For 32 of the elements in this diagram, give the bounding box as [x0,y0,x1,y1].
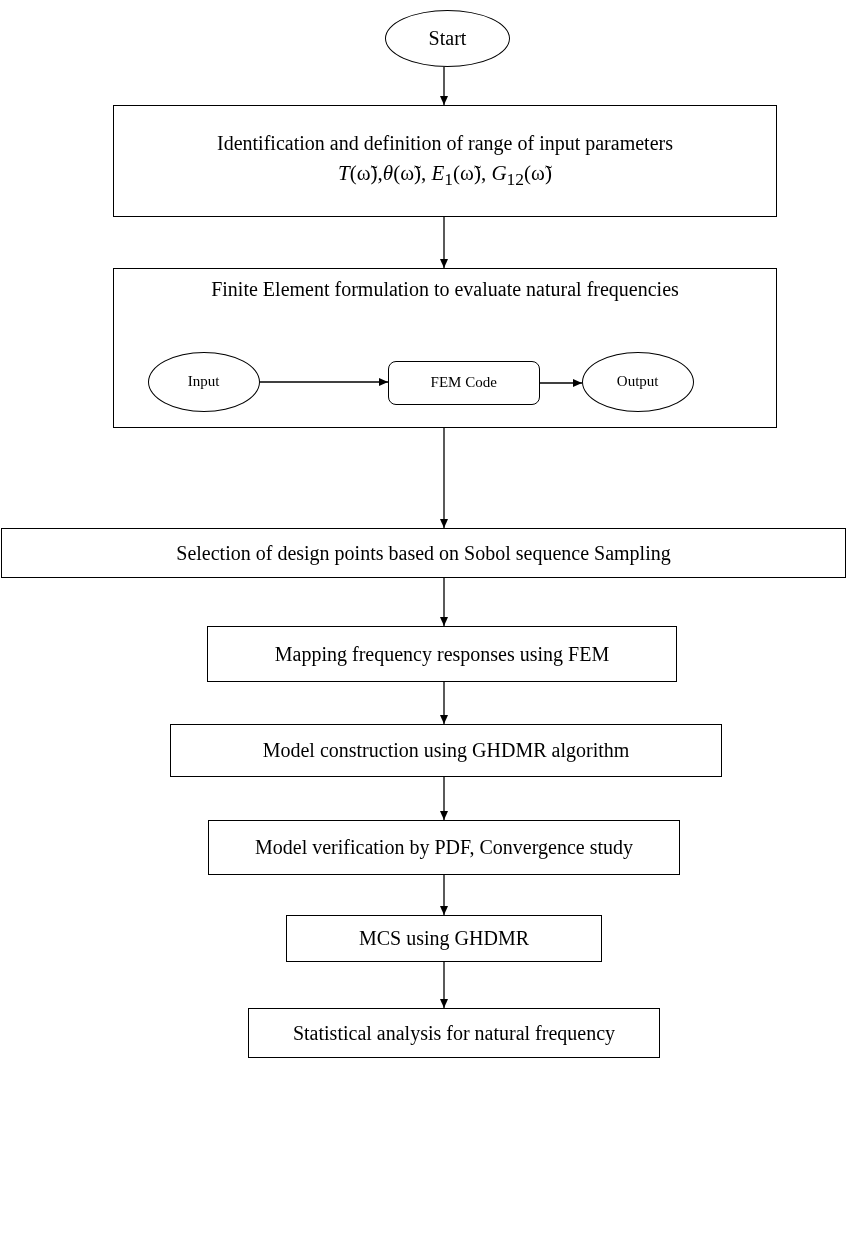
process-box [248,1008,660,1058]
process-box [208,820,680,875]
node-label: Input [187,372,220,392]
arrow [539,379,583,387]
arrow [259,378,389,386]
node-label: Statistical analysis for natural frequency [292,1020,616,1046]
node-label: Identification and definition of range of input parameters [217,130,673,156]
node-label: MCS using GHDMR [358,926,529,951]
node-label: Model construction using GHDMR algorithm [262,738,630,763]
node-label: Mapping frequency responses using FEM [274,641,610,667]
process-box [1,528,846,578]
node-label: Finite Element formulation to evaluate natural frequencies [211,277,679,302]
arrow [440,66,448,106]
process-box [207,626,677,682]
arrow [440,427,448,529]
arrow [440,874,448,916]
process-box [387,360,540,405]
arrow [440,577,448,627]
process-box [113,105,777,217]
node-label: Output [616,372,659,392]
process-box [113,268,777,428]
node-label: Model verification by PDF, Convergence study [255,835,633,860]
arrow [440,216,448,269]
node-label: FEM Code [430,373,497,393]
process-box [286,915,602,962]
process-box [170,724,722,777]
arrow [440,961,448,1009]
arrow [440,776,448,821]
arrow [440,681,448,725]
node-label: Start [428,26,467,51]
formula-text: T(ω̃),θ(ω̃), E$_{1}$(ω̃), G$_{12}$(ω̃) [338,159,552,192]
node-label: Selection of design points based on Sobol sequence Sampling [176,540,671,566]
